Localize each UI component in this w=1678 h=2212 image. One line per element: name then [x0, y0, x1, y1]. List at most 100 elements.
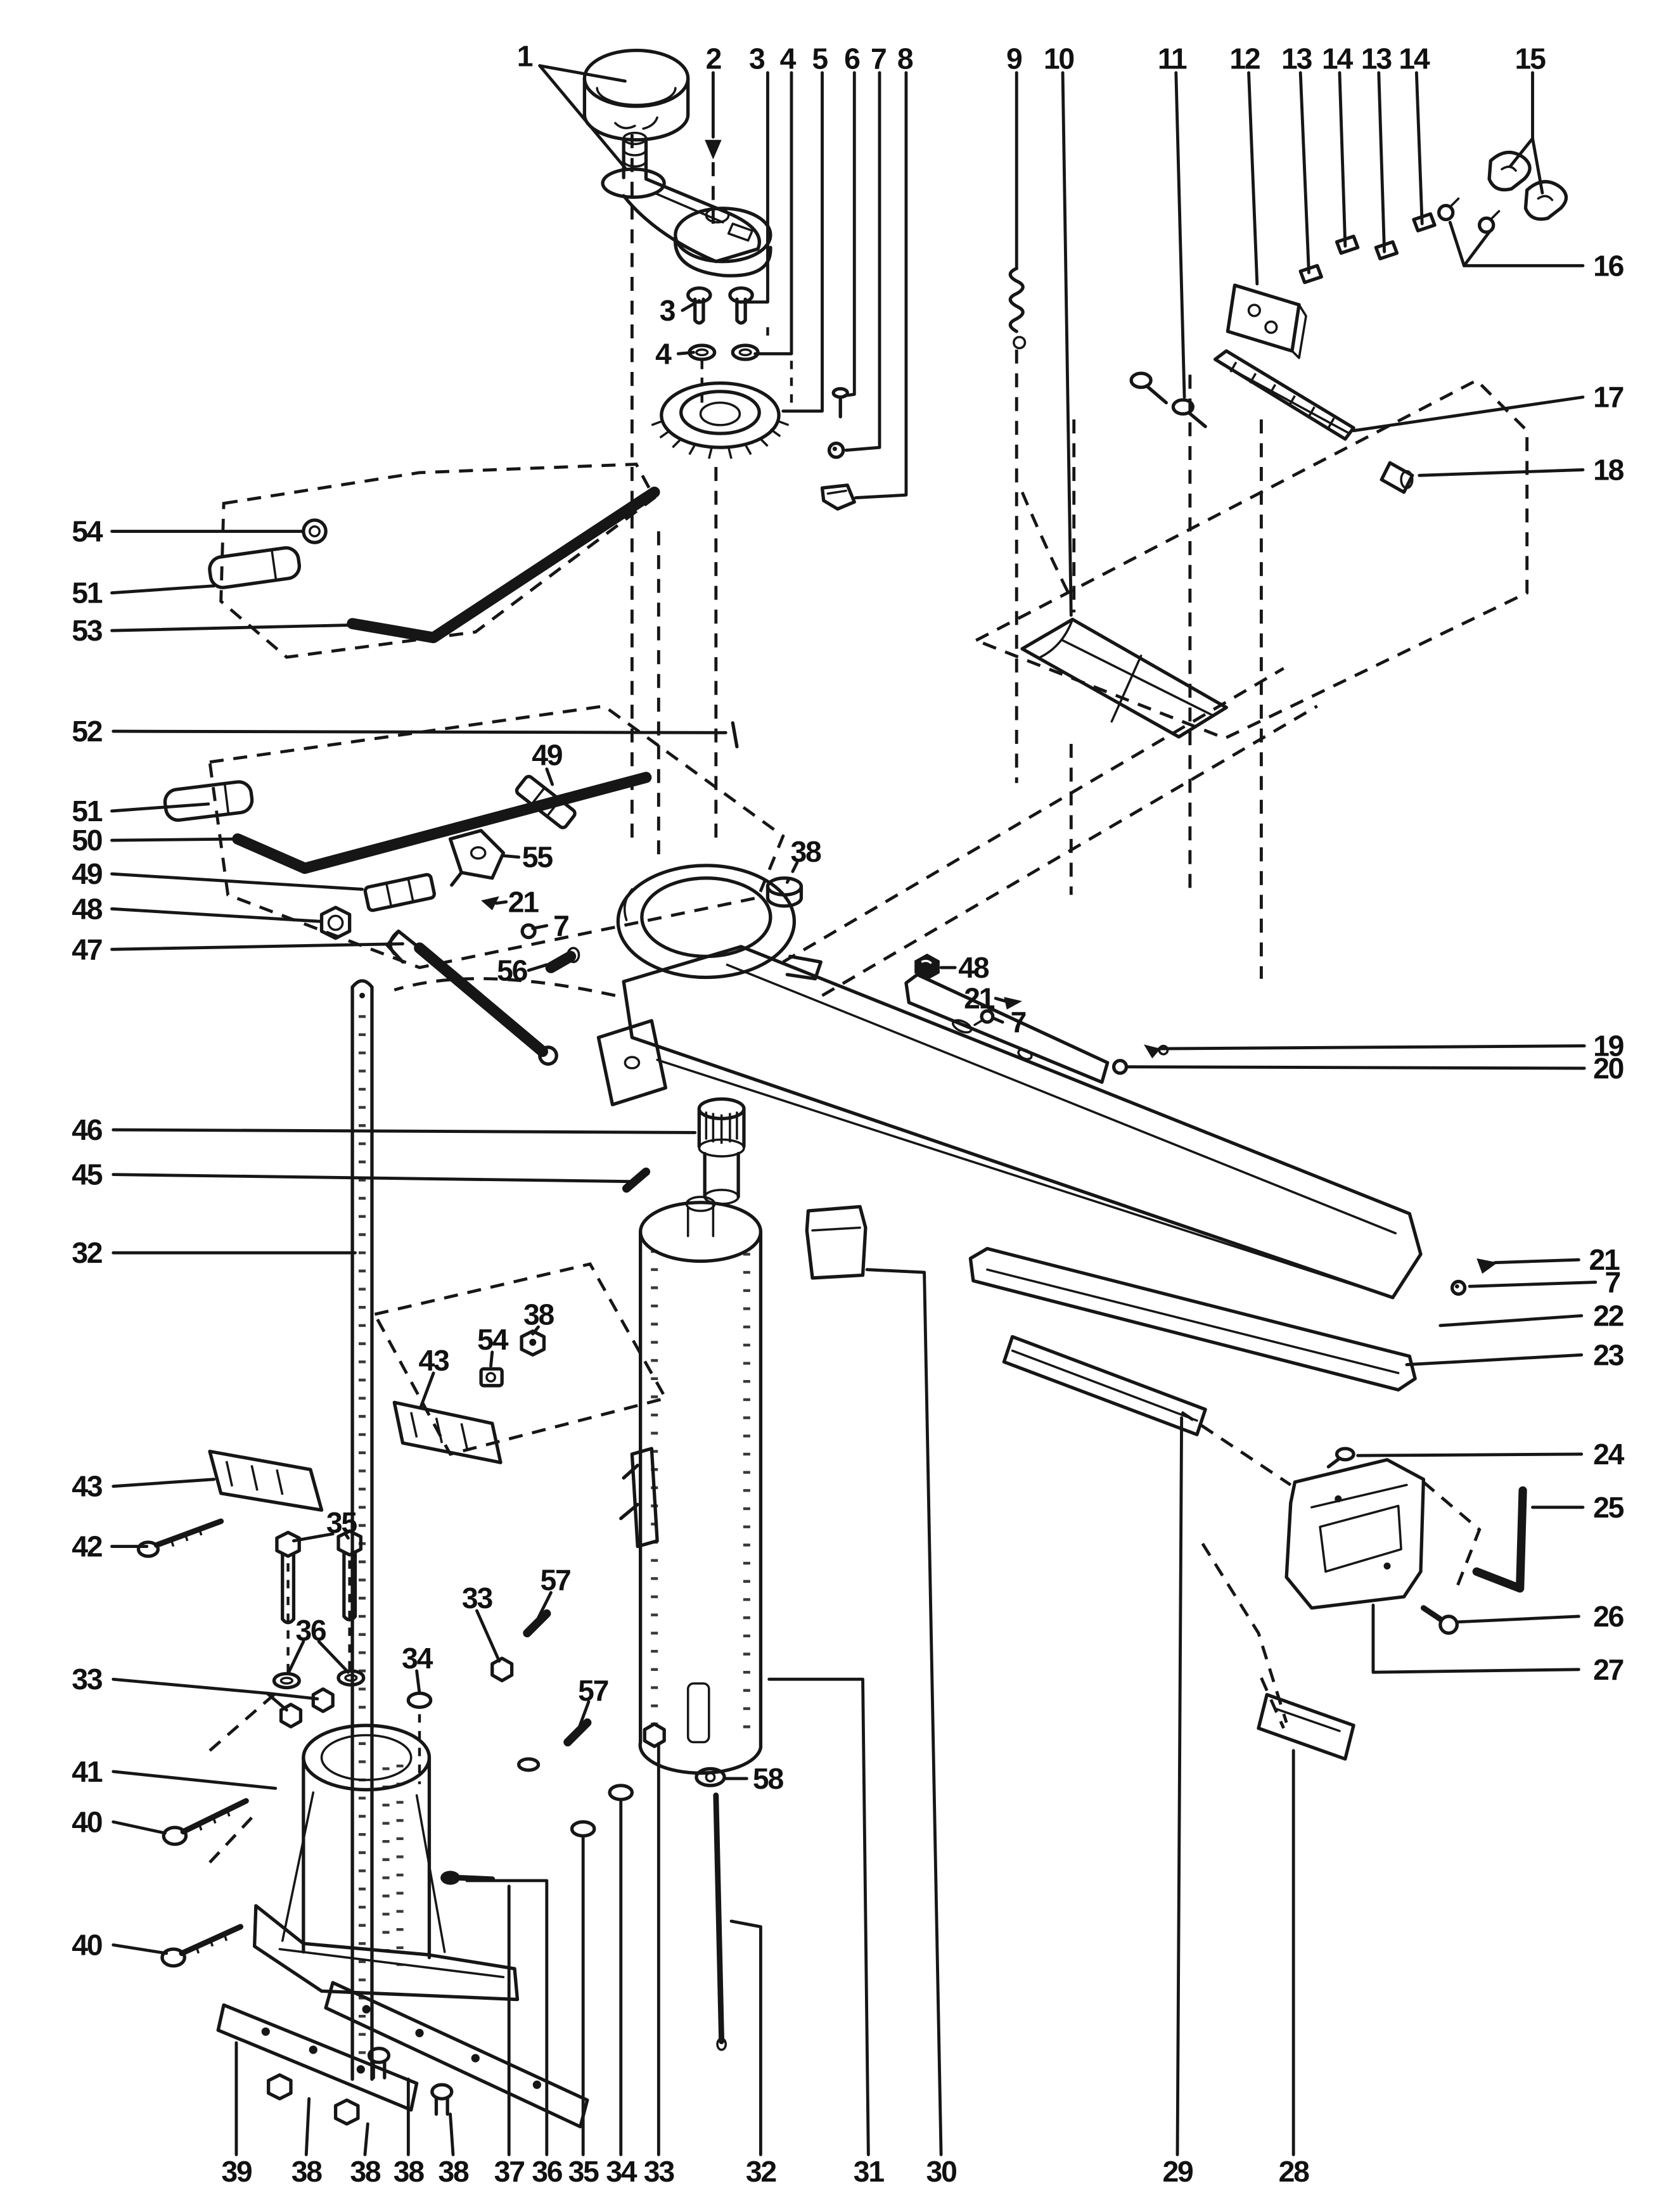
callout-41: 41: [72, 1755, 103, 1788]
callout-33b: 33: [462, 1582, 493, 1614]
nuts-38-bottom: [267, 2047, 454, 2126]
wood-screws-40: [160, 1798, 249, 1968]
callout-35: 35: [326, 1506, 357, 1539]
detent-plate-8: [820, 483, 856, 511]
washer-extra: [517, 1757, 541, 1772]
washers-4: [688, 343, 760, 361]
callout-22: 22: [1593, 1300, 1624, 1333]
leader-45-0: [112, 1173, 632, 1184]
callout-32a: 32: [72, 1236, 102, 1269]
callout-40a: 40: [72, 1805, 102, 1838]
callout-26: 26: [1593, 1600, 1624, 1633]
callout-14b: 14: [1399, 42, 1430, 75]
callout-38c: 38: [291, 2155, 323, 2188]
ball-20: [1111, 1059, 1129, 1075]
leader-49b-0: [545, 767, 554, 786]
screws-11: [1129, 371, 1207, 428]
crank-handle-assembly: [582, 48, 856, 511]
leader-43a-0: [112, 1478, 216, 1488]
leader-34-0: [415, 1669, 421, 1695]
callout-4s: 4: [655, 337, 672, 370]
screw-24: [1326, 1447, 1355, 1469]
callout-35b: 35: [568, 2155, 599, 2188]
leader-38d-0: [363, 2122, 369, 2156]
nut-48b: [914, 953, 940, 980]
callout-38a: 38: [790, 835, 821, 868]
callout-58: 58: [753, 1762, 784, 1795]
base-foot-37: [252, 1904, 520, 2002]
callout-6: 6: [844, 42, 860, 75]
callout-54b: 54: [477, 1323, 509, 1356]
screws-3: [686, 286, 754, 325]
leader-8-0: [854, 71, 908, 500]
callout-27: 27: [1593, 1653, 1624, 1686]
callout-38f: 38: [438, 2155, 469, 2188]
callout-10: 10: [1044, 42, 1074, 75]
callout-51b: 51: [72, 795, 103, 828]
leader-33a-0: [112, 1677, 288, 1712]
callout-48b: 48: [958, 951, 989, 984]
trim-plate-28: [1257, 1692, 1355, 1761]
bolt-36b: [440, 1870, 496, 1885]
callout-51a: 51: [72, 577, 103, 610]
callout-49b: 49: [532, 739, 563, 772]
arm-bracket-plate: [596, 1019, 668, 1106]
callout-8: 8: [897, 42, 913, 75]
leader-7a-0: [531, 924, 549, 930]
setscrew-19: [1144, 1044, 1169, 1059]
callout-21a: 21: [508, 885, 539, 918]
table-board-10: [1020, 617, 1228, 739]
leader-38f-0: [449, 2113, 455, 2156]
radial-arm: [596, 864, 1498, 1300]
leader-19-0: [1157, 1044, 1586, 1051]
bearing-teeth: [651, 419, 790, 459]
spring-9: [1008, 267, 1027, 350]
leader-40a-0: [112, 1820, 167, 1835]
nuts-33: [279, 1656, 666, 1748]
leader-51b-0: [110, 802, 210, 813]
clips-15: [1487, 150, 1568, 221]
leader-48a-0: [110, 907, 322, 923]
callout-43b: 43: [419, 1344, 450, 1377]
callout-53: 53: [72, 614, 103, 647]
callout-9: 9: [1006, 42, 1022, 75]
leader-36-1: [317, 1640, 350, 1674]
callout-18: 18: [1593, 453, 1624, 486]
leader-7c-0: [1468, 1281, 1598, 1288]
leader-12-0: [1247, 71, 1259, 286]
leader-47-0: [110, 942, 404, 951]
washer-34: [406, 1691, 433, 1710]
leader-14b-0: [1414, 71, 1424, 226]
screw-balls-16: [1437, 197, 1501, 234]
leader-13a-0: [1298, 71, 1310, 274]
pins-13-14: [1298, 212, 1437, 284]
leader-38c-0: [304, 2097, 311, 2156]
socket-adapter-49a: [363, 873, 436, 912]
arrow-21b: [1004, 997, 1023, 1010]
serrated-strip-17: [1213, 349, 1355, 441]
leader-29-0: [1175, 1416, 1184, 2156]
leader-10-0: [1061, 71, 1073, 617]
sleeve-18: [1380, 461, 1414, 494]
crank-arm: [601, 167, 772, 278]
callout-7t: 7: [871, 42, 886, 75]
leader-33a-1: [266, 1691, 319, 1701]
leader-57a-0: [537, 1590, 553, 1620]
callout-42: 42: [72, 1530, 102, 1563]
callout-37: 37: [494, 2155, 525, 2188]
base-assembly: [136, 1329, 666, 2129]
washer-54: [302, 518, 328, 544]
leader-38a-0: [785, 861, 799, 884]
clamp-plate-12: [1226, 283, 1307, 359]
callout-45: 45: [72, 1158, 103, 1191]
callout-49a: 49: [72, 857, 103, 890]
leader-11-0: [1174, 71, 1186, 399]
callout-20: 20: [1593, 1052, 1624, 1085]
leader-46-0: [112, 1128, 697, 1134]
callout-40b: 40: [72, 1929, 102, 1962]
callout-25: 25: [1593, 1491, 1624, 1524]
leader-57b-0: [577, 1700, 591, 1730]
leader-40b-0: [112, 1943, 169, 1955]
